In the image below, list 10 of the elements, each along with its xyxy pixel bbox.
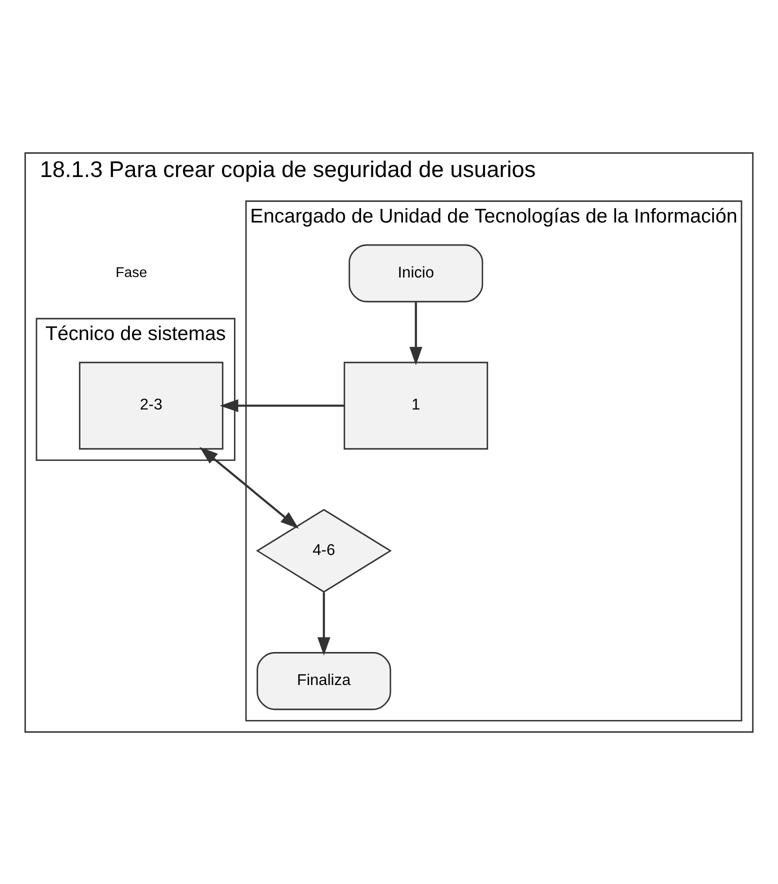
node-box: 2-3 bbox=[78, 361, 224, 450]
arrow bbox=[409, 302, 422, 365]
node-box: 1 bbox=[344, 361, 488, 450]
node-box: Finaliza bbox=[256, 652, 392, 710]
arrow bbox=[220, 398, 344, 412]
arrow bbox=[317, 592, 330, 656]
arrow bbox=[200, 446, 299, 528]
node-box: Inicio bbox=[348, 244, 484, 302]
label: Fase bbox=[116, 263, 148, 280]
node-diamond: 4-6 bbox=[256, 508, 392, 592]
